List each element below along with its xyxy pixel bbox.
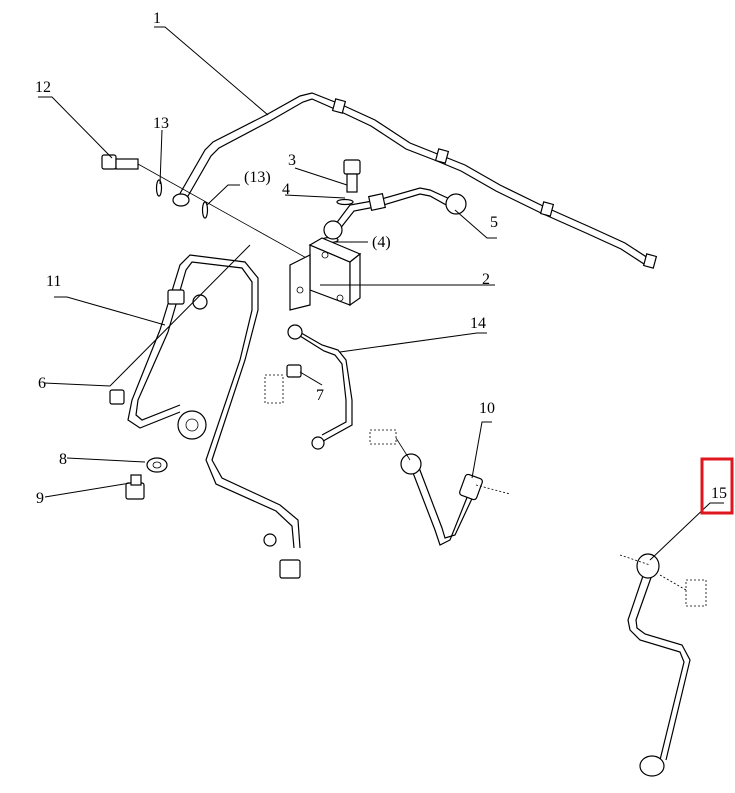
- part-14-pipe: [287, 324, 353, 450]
- callout-1: 1: [153, 10, 161, 27]
- callout-2: 2: [482, 271, 490, 288]
- part-5-pipe: [323, 187, 467, 240]
- callout-12: 12: [35, 79, 51, 96]
- callout-14: 14: [470, 315, 486, 332]
- callout-6: 6: [38, 375, 46, 392]
- part-10-pipe: [369, 429, 511, 546]
- part-6-bolt: [109, 389, 125, 405]
- part-11-pipe: [127, 254, 301, 579]
- part-15-pipe: [619, 553, 707, 777]
- callout-10: 10: [479, 400, 495, 417]
- callout-13: 13: [153, 115, 169, 132]
- callout-4: 4: [282, 181, 290, 198]
- callout-8: 8: [59, 451, 67, 468]
- part-8-washer: [146, 457, 168, 473]
- part-7-nut: [264, 364, 302, 404]
- leader-lines: [38, 26, 724, 561]
- part-9-bolt: [125, 474, 145, 500]
- part-12-banjo-bolt: [101, 154, 311, 261]
- part-1-return-pipe: [172, 92, 658, 269]
- highlight-box-15: [700, 457, 734, 515]
- callout-7: 7: [316, 387, 324, 404]
- callout-4-ref: (4): [372, 234, 391, 251]
- part-13-washer: [155, 179, 209, 219]
- callout-3: 3: [288, 152, 296, 169]
- callout-11: 11: [46, 273, 61, 290]
- part-3-bolt: [343, 159, 361, 193]
- callout-9: 9: [36, 490, 44, 507]
- callout-5: 5: [490, 214, 498, 231]
- part-2-bracket: [289, 237, 362, 311]
- callout-labels: 1 2 3 4 (4) 5 6 7 8 9 10 11 12 13 (13) 1…: [35, 10, 727, 507]
- callout-15: 15: [711, 485, 727, 502]
- callout-13-ref: (13): [244, 169, 271, 186]
